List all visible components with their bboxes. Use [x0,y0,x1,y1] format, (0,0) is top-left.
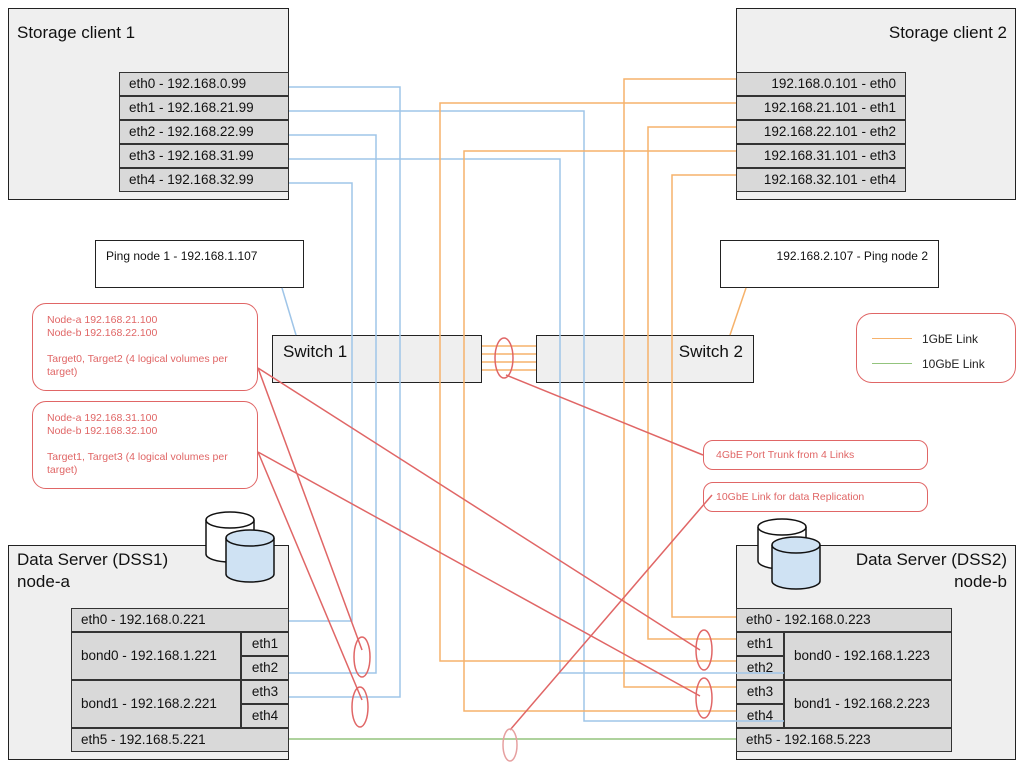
client1-port-eth3: eth3 - 192.168.31.99 [119,144,289,168]
switch-2: Switch 2 [536,335,754,383]
switch-1-label: Switch 1 [283,342,348,361]
dss1-bond0: bond0 - 192.168.1.221 [71,632,241,680]
legend-10gbe-swatch [872,363,912,364]
switch-2-label: Switch 2 [678,342,743,361]
client2-port-eth3: 192.168.31.101 - eth3 [736,144,906,168]
link-client1-eth3 [289,158,784,674]
legend-10gbe-label: 10GbE Link [922,357,985,371]
note-port-trunk-label: 4GbE Port Trunk from 4 Links [716,449,855,461]
dss2-port-eth2: eth2 [736,656,784,680]
ping-node-2: 192.168.2.107 - Ping node 2 [720,240,939,288]
client1-port-eth0: eth0 - 192.168.0.99 [119,72,289,96]
client2-port-eth1: 192.168.21.101 - eth1 [736,96,906,120]
link-client1-eth2 [289,134,377,674]
dss1-title: Data Server (DSS1) node-a [17,549,168,593]
note-targets-0-2: Node-a 192.168.21.100 Node-b 192.168.22.… [32,303,258,391]
dss1-title-line1: Data Server (DSS1) [17,550,169,569]
dss1-bond1: bond1 - 192.168.2.221 [71,680,241,728]
link-client2-eth0 [623,78,736,688]
ellipse-replication [502,728,518,762]
client2-port-eth2: 192.168.22.101 - eth2 [736,120,906,144]
note-targets-1-3-line2: Node-b 192.168.32.100 [47,425,158,437]
note-targets-0-2-line1: Node-a 192.168.21.100 [47,314,158,326]
ellipse-trunk [494,337,514,379]
ping-node-1: Ping node 1 - 192.168.1.107 [95,240,304,288]
annotation-line-replication [509,494,713,731]
annotation-line-2 [257,367,701,651]
legend [856,313,1016,383]
note-targets-0-2-line3: Target0, Target2 (4 logical volumes per … [47,353,228,378]
dss1-port-eth0: eth0 - 192.168.0.221 [71,608,289,632]
dss1-port-eth2: eth2 [241,656,289,680]
dss1-port-eth3: eth3 [241,680,289,704]
client1-port-eth1: eth1 - 192.168.21.99 [119,96,289,120]
dss2-title-line2: node-b [954,572,1007,591]
dss1-title-line2: node-a [17,572,70,591]
dss1-port-eth4: eth4 [241,704,289,728]
dss2-port-eth1: eth1 [736,632,784,656]
ellipse-dss1-bond0 [353,636,371,678]
ellipse-dss1-bond1 [351,686,369,728]
ping-node-1-label: Ping node 1 - 192.168.1.107 [106,249,258,263]
legend-1gbe-label: 1GbE Link [922,332,979,346]
dss2-port-eth0: eth0 - 192.168.0.223 [736,608,952,632]
dss2-bond0: bond0 - 192.168.1.223 [784,632,952,680]
dss2-title: Data Server (DSS2) node-b [856,549,1007,593]
note-replication: 10GbE Link for data Replication [703,482,928,512]
note-targets-1-3: Node-a 192.168.31.100 Node-b 192.168.32.… [32,401,258,489]
annotation-line-trunk [505,374,704,456]
dss1-port-eth1: eth1 [241,632,289,656]
client1-port-eth4: eth4 - 192.168.32.99 [119,168,289,192]
client2-port-eth0: 192.168.0.101 - eth0 [736,72,906,96]
link-ping2-switch2 [729,287,747,336]
link-client2-eth3 [463,150,736,712]
note-replication-label: 10GbE Link for data Replication [716,491,865,503]
link-client1-eth1 [289,110,784,722]
legend-1gbe-swatch [872,338,912,339]
database-cylinder-icon [225,529,275,583]
dss2-database-icon [757,518,821,590]
link-client2-eth2 [647,126,736,640]
dss2-bond1: bond1 - 192.168.2.223 [784,680,952,728]
database-cylinder-icon [771,536,821,590]
dss2-port-eth3: eth3 [736,680,784,704]
ellipse-dss2-bond0 [695,629,713,671]
link-ping1-switch1 [281,287,297,336]
dss1-port-eth5: eth5 - 192.168.5.221 [71,728,289,752]
dss1-database-icon [205,511,275,583]
note-targets-0-2-line2: Node-b 192.168.22.100 [47,327,158,339]
note-port-trunk: 4GbE Port Trunk from 4 Links [703,440,928,470]
dss2-title-line1: Data Server (DSS2) [855,550,1007,569]
dss2-port-eth4: eth4 [736,704,784,728]
ping-node-2-label: 192.168.2.107 - Ping node 2 [776,249,928,263]
annotation-line-4 [257,451,701,697]
note-targets-1-3-line3: Target1, Target3 (4 logical volumes per … [47,451,228,476]
client2-port-eth4: 192.168.32.101 - eth4 [736,168,906,192]
note-targets-1-3-line1: Node-a 192.168.31.100 [47,412,158,424]
storage-client-2-title: Storage client 2 [888,23,1007,42]
link-client1-eth0 [289,86,401,698]
ellipse-dss2-bond1 [695,677,713,719]
switch-1: Switch 1 [272,335,482,383]
dss2-port-eth5: eth5 - 192.168.5.223 [736,728,952,752]
client1-port-eth2: eth2 - 192.168.22.99 [119,120,289,144]
storage-client-1-title: Storage client 1 [17,23,136,42]
